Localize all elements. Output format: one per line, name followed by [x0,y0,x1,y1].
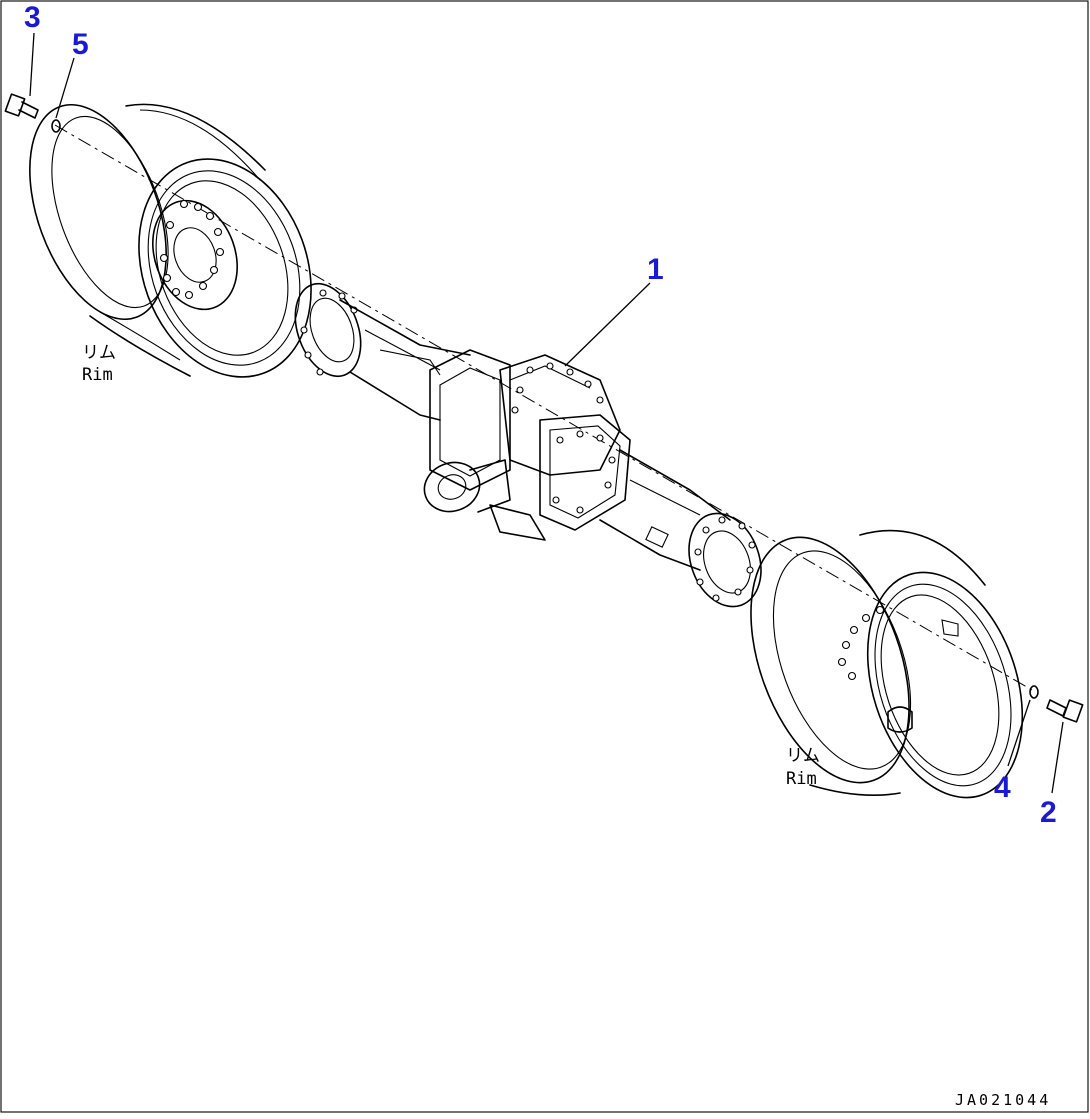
rim-right-label-en: Rim [786,769,817,789]
leader-4 [1007,699,1031,767]
callout-4: 4 [994,771,1011,804]
leader-2 [1051,721,1064,794]
axle-assembly [294,282,762,608]
washer-right [1029,685,1039,699]
rim-left-label-jp: リム [82,343,116,363]
leader-5 [55,57,75,119]
bolt-left [4,93,39,119]
callout-5: 5 [72,28,89,61]
rim-right [750,529,1024,799]
axle-center-line [54,124,1033,691]
rim-left [29,103,312,378]
leader-3 [29,32,35,97]
leader-1 [564,282,651,367]
callout-3: 3 [24,1,41,34]
rim-left-label-en: Rim [82,365,113,385]
bolt-right [1046,699,1084,723]
rim-right-label-jp: リム [786,746,820,766]
washer-left [51,119,61,133]
callout-1: 1 [647,253,664,286]
drawing-code: JA021044 [955,1091,1051,1109]
callout-2: 2 [1040,796,1057,829]
